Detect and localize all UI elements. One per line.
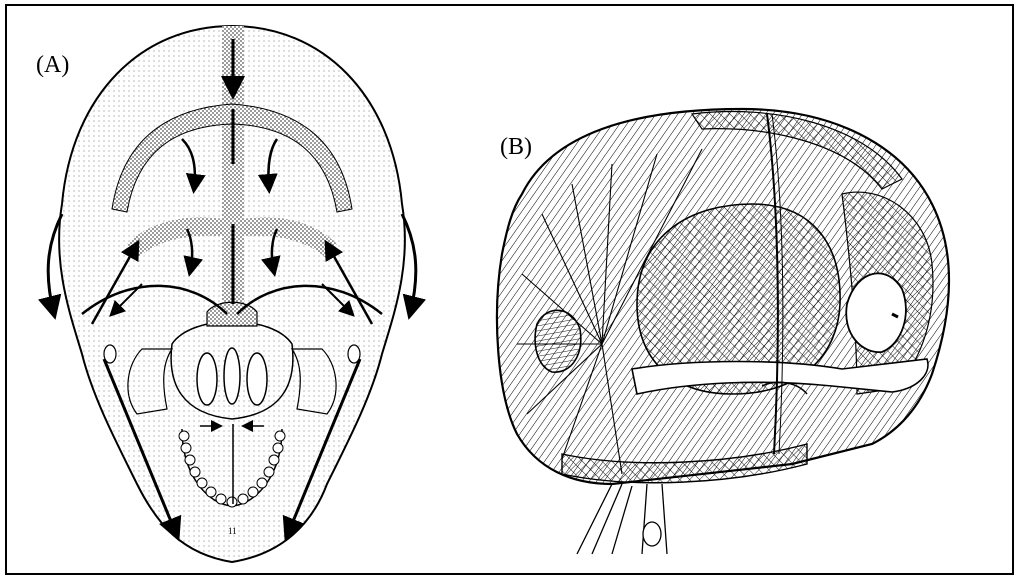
figure-frame: (A) 11 [5, 4, 1014, 575]
panel-b-label: (B) [498, 134, 534, 161]
skull-lateral-illustration [462, 14, 1002, 559]
panel-a: (A) 11 [22, 14, 442, 571]
skull-frontal-illustration [22, 14, 442, 571]
orbit [846, 273, 906, 352]
panel-a-label: (A) [34, 52, 71, 79]
figure-number: 11 [228, 526, 237, 536]
panel-b: (B) [462, 14, 1002, 559]
palate-dome [207, 302, 257, 326]
hyoid-node [643, 522, 661, 546]
